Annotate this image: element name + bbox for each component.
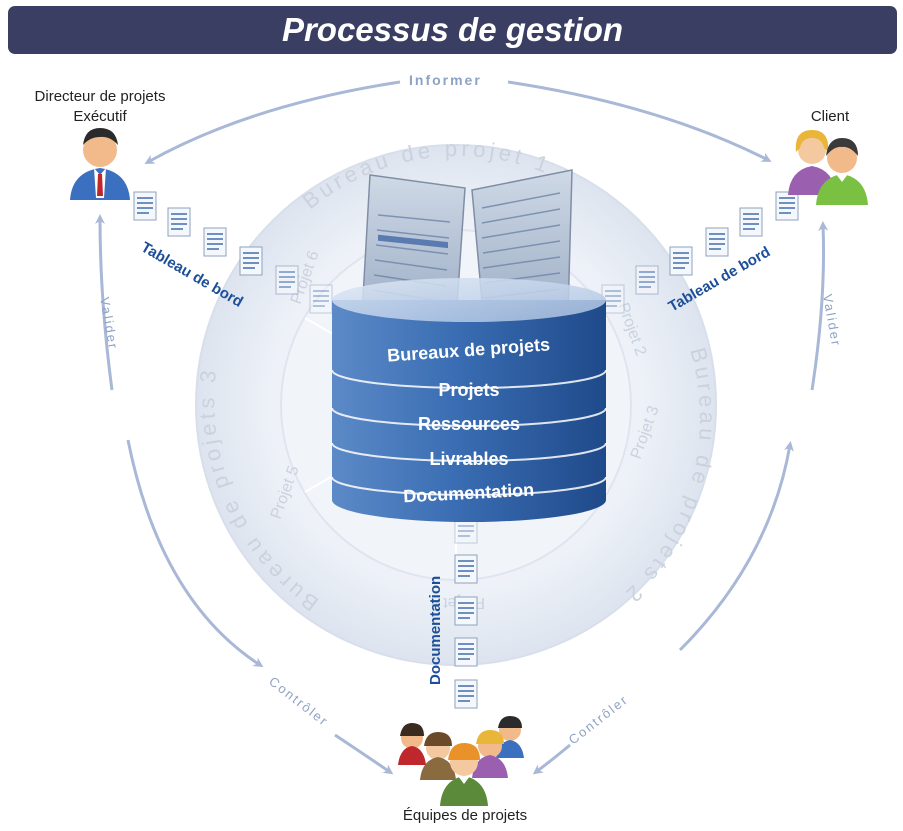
arrow-informer-right (507, 80, 772, 162)
client-avatar-icon (788, 130, 868, 205)
flow-label-valider-left: Valider (97, 296, 121, 351)
flow-label-informer: Informer (409, 72, 482, 88)
director-avatar-icon (70, 128, 130, 200)
database-layer-labels: Bureaux de projets Projets Ressources Li… (387, 334, 551, 506)
director-label-line1: Directeur de projets (34, 88, 166, 105)
flow-label-valider-right: Valider (820, 293, 844, 348)
arrow-valider-left (95, 214, 114, 391)
flow-arrows (95, 80, 829, 775)
db-layer-projets: Projets (438, 380, 499, 400)
arrow-valider-right (810, 221, 829, 391)
client-label: Client (810, 108, 850, 125)
database-cylinder (331, 278, 607, 522)
director-label: Directeur de projets Exécutif (10, 87, 190, 127)
flow-label-controler-left: Contrôler (266, 674, 332, 730)
page-title: Processus de gestion (281, 11, 624, 48)
arrow-controler-right-end (532, 743, 571, 775)
arrow-controler-right-up (678, 441, 794, 652)
arrow-controler-left-end (334, 733, 394, 775)
db-layer-ressources: Ressources (418, 414, 520, 434)
teams-avatar-icon (398, 716, 524, 806)
director-label-line2: Exécutif (73, 108, 127, 125)
documentation-label-vertical: Documentation (427, 576, 444, 685)
title-bar: Processus de gestion (8, 6, 897, 54)
teams-label: Équipes de projets (402, 807, 528, 824)
tableau-label-left: Tableau de bord (138, 239, 246, 311)
flow-label-controler-right: Contrôler (566, 692, 632, 748)
db-layer-livrables: Livrables (429, 449, 508, 469)
arrow-controler-left-down (126, 439, 264, 668)
arrow-informer-left (144, 80, 401, 164)
